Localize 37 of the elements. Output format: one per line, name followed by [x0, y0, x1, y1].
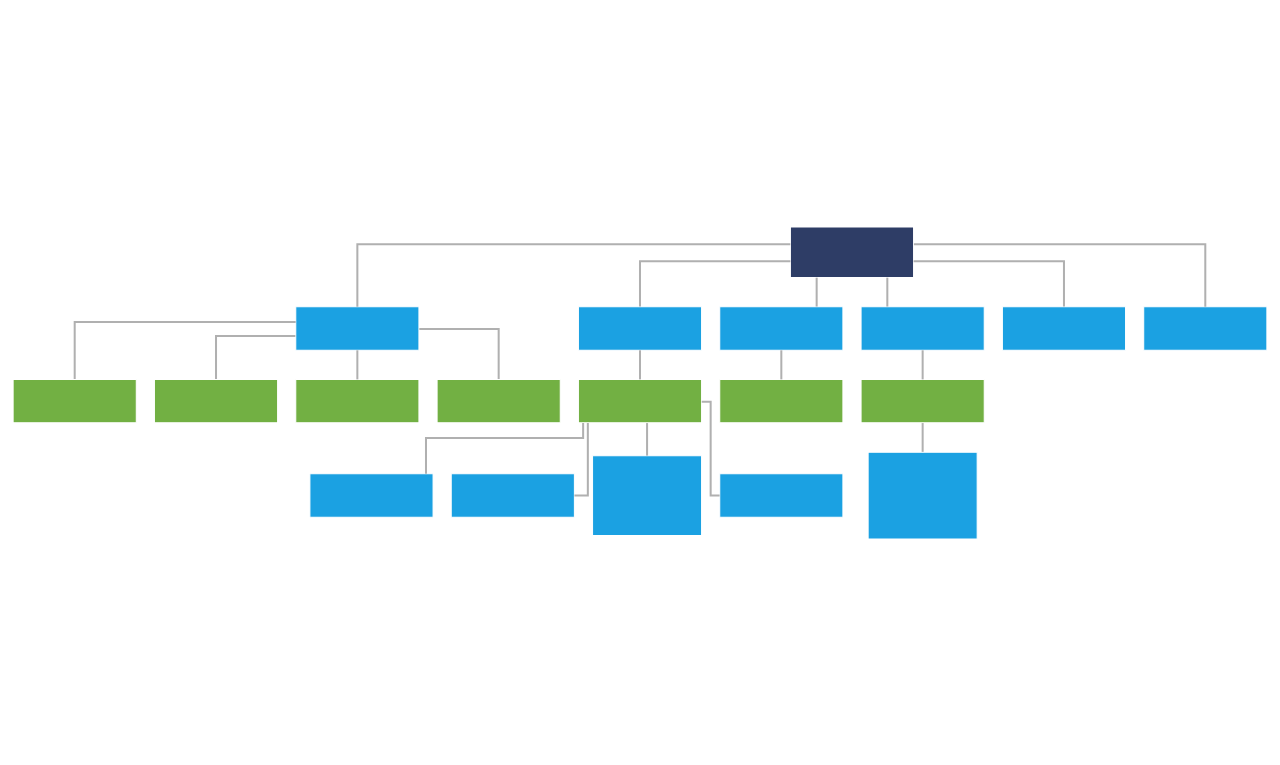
node-box — [577, 305, 703, 351]
connector — [425, 422, 585, 474]
connector — [419, 327, 500, 379]
connector — [574, 422, 589, 497]
node-box — [860, 305, 985, 351]
node-box — [719, 378, 844, 423]
connector — [886, 277, 889, 307]
connector — [913, 259, 1065, 306]
node-box — [153, 378, 279, 423]
node-box — [450, 472, 575, 518]
node-box — [592, 454, 703, 536]
node-box — [719, 305, 844, 351]
node-box — [719, 472, 844, 518]
node-box — [436, 378, 561, 423]
connector — [639, 259, 791, 306]
node-box — [295, 305, 420, 351]
node-box — [309, 472, 434, 518]
node-box — [789, 226, 915, 278]
node-box — [577, 378, 703, 423]
connector — [913, 242, 1207, 307]
connector — [356, 242, 791, 307]
node-box — [295, 378, 420, 423]
node-box — [867, 451, 978, 539]
node-box — [12, 378, 137, 423]
connector — [701, 400, 720, 497]
connector — [921, 422, 924, 452]
connector — [646, 422, 649, 456]
connector — [73, 320, 296, 379]
connector — [215, 334, 296, 379]
node-box — [860, 378, 985, 423]
connector — [356, 349, 359, 379]
node-box — [1001, 305, 1127, 351]
connector — [780, 349, 783, 379]
node-box — [1143, 305, 1268, 351]
connector — [639, 349, 641, 379]
connector — [815, 277, 818, 307]
connector — [921, 349, 924, 379]
